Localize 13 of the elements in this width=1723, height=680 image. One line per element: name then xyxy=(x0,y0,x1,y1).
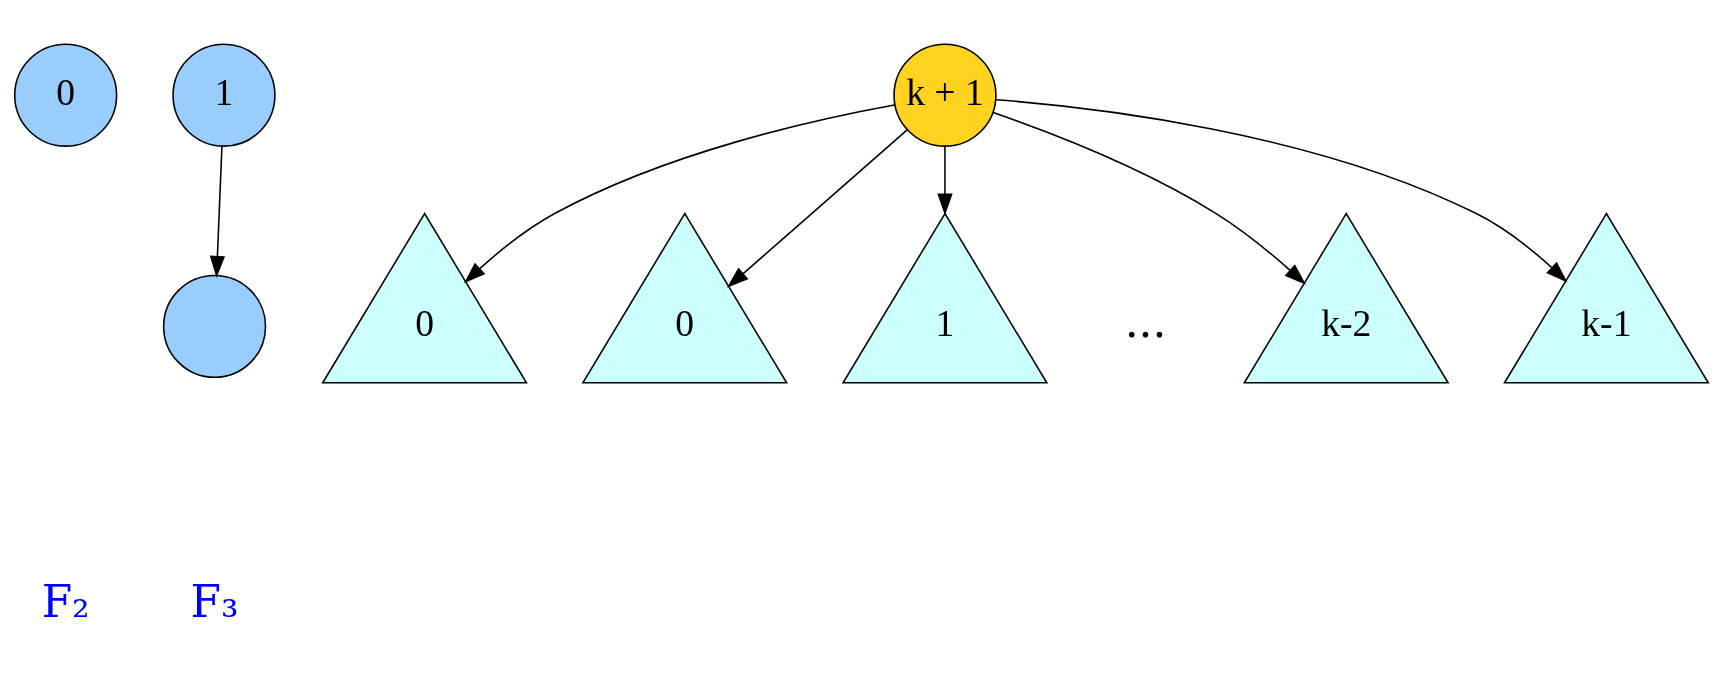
node-circle: k + 1 xyxy=(893,43,997,147)
node-circle: 1 xyxy=(172,43,276,147)
arrow xyxy=(726,128,908,288)
label: F₂ xyxy=(41,575,90,627)
node-circle: 0 xyxy=(13,43,118,147)
arrow xyxy=(937,144,953,216)
node-circle xyxy=(162,274,267,378)
arrow xyxy=(995,98,1568,282)
arrow xyxy=(209,144,226,278)
arrow xyxy=(464,103,896,283)
arrow xyxy=(992,111,1306,285)
label: F₃ xyxy=(190,575,239,627)
label: ... xyxy=(1124,295,1167,347)
